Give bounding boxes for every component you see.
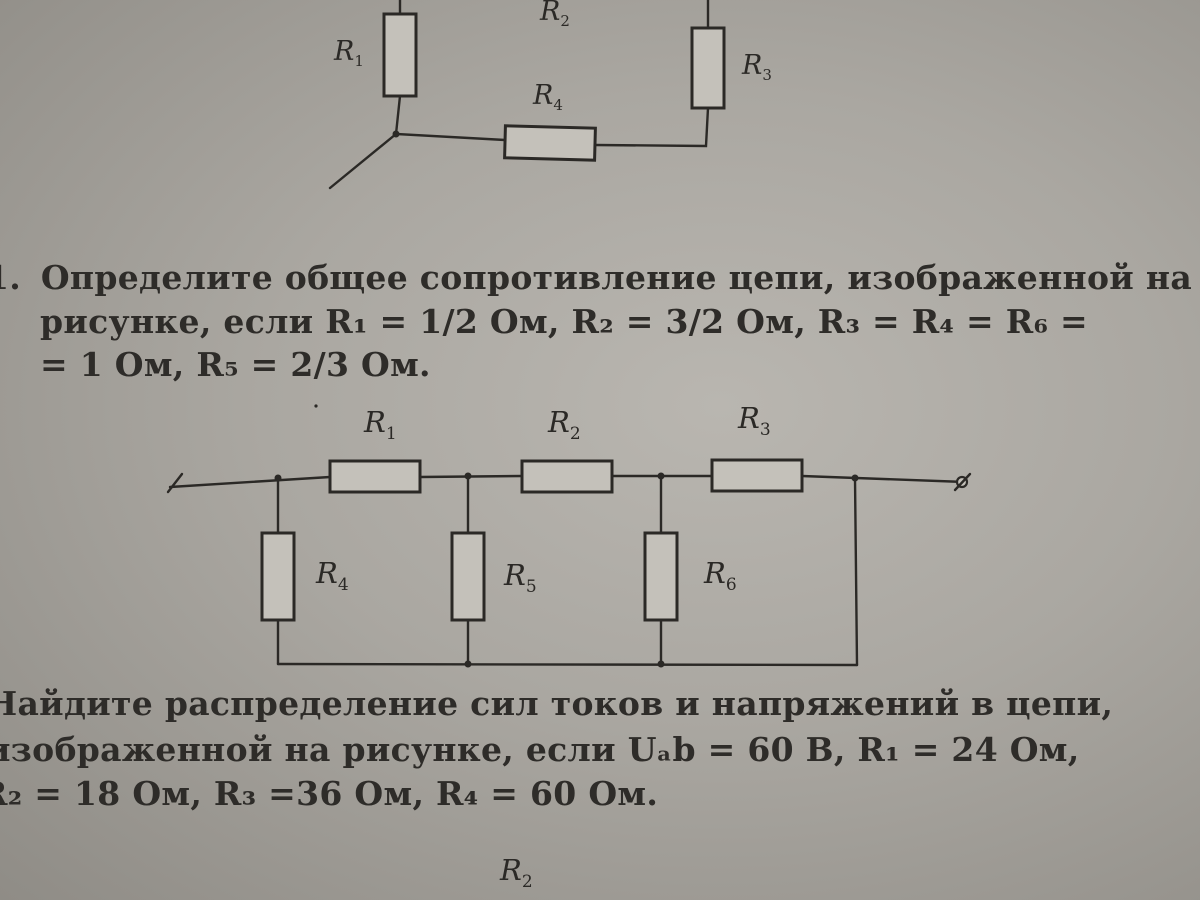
label-r4: R4 bbox=[315, 556, 349, 595]
resistor-r3 bbox=[710, 458, 804, 493]
label-r6: R6 bbox=[703, 556, 737, 595]
problem-2-line-3: R₂ = 18 Ом, R₃ =36 Ом, R₄ = 60 Ом. bbox=[0, 774, 659, 813]
label-r2: R2 bbox=[547, 405, 581, 444]
problem-2-line-1: Найдите распределение сил токов и напряж… bbox=[0, 684, 1114, 723]
label-r3: R3 bbox=[741, 50, 772, 84]
label-r2: R2 bbox=[539, 0, 570, 30]
wire bbox=[394, 94, 507, 142]
label-r1: R1 bbox=[333, 36, 364, 70]
junction-node bbox=[657, 660, 665, 668]
print-speck bbox=[314, 404, 318, 408]
label-r2: R2 bbox=[499, 853, 533, 892]
resistor-r1 bbox=[382, 12, 418, 98]
top-wire bbox=[168, 475, 332, 489]
junction-node bbox=[657, 472, 665, 480]
label-r3: R3 bbox=[737, 401, 771, 440]
junction-node bbox=[392, 130, 400, 138]
problem-1-line-2: рисунке, если R₁ = 1/2 Ом, R₂ = 3/2 Ом, … bbox=[40, 302, 1088, 341]
problem-1-line-3: = 1 Ом, R₅ = 2/3 Ом. bbox=[40, 345, 431, 384]
label-r1: R1 bbox=[363, 405, 397, 444]
junction-node bbox=[464, 472, 472, 480]
terminal-left bbox=[166, 472, 184, 494]
top-circuit-diagram: R1 R2 R3 R4 bbox=[328, 0, 772, 190]
problem-2-line-2: изображенной на рисунке, если Uₐb = 60 В… bbox=[0, 730, 1080, 769]
wire bbox=[593, 106, 710, 148]
branch-short bbox=[853, 476, 859, 667]
resistor-r2 bbox=[520, 459, 614, 494]
resistor-r1 bbox=[328, 459, 422, 494]
main-circuit-diagram: R1 R2 R3 R4 R5 R6 bbox=[166, 401, 972, 668]
resistor-r3 bbox=[690, 26, 726, 110]
terminal-right bbox=[953, 472, 972, 492]
junction-node bbox=[464, 660, 472, 668]
label-r4: R4 bbox=[532, 80, 563, 114]
wire bbox=[328, 132, 398, 190]
bottom-wire bbox=[276, 662, 859, 667]
junction-node bbox=[274, 474, 282, 482]
bottom-circuit-diagram: R2 bbox=[499, 853, 533, 892]
junction-node bbox=[851, 474, 859, 482]
label-r5: R5 bbox=[503, 558, 537, 597]
wire bbox=[800, 474, 967, 484]
problem-1-text: Определите общее сопротивление цепи, изо… bbox=[40, 258, 1193, 297]
resistor-r4 bbox=[503, 124, 597, 162]
resistor-r4 bbox=[260, 531, 296, 622]
problem-1-line-1: 1. Определите общее сопротивление цепи, … bbox=[0, 258, 1192, 297]
problem-number: 1. bbox=[0, 258, 22, 297]
resistor-r5 bbox=[450, 531, 486, 622]
resistor-r6 bbox=[643, 531, 679, 622]
